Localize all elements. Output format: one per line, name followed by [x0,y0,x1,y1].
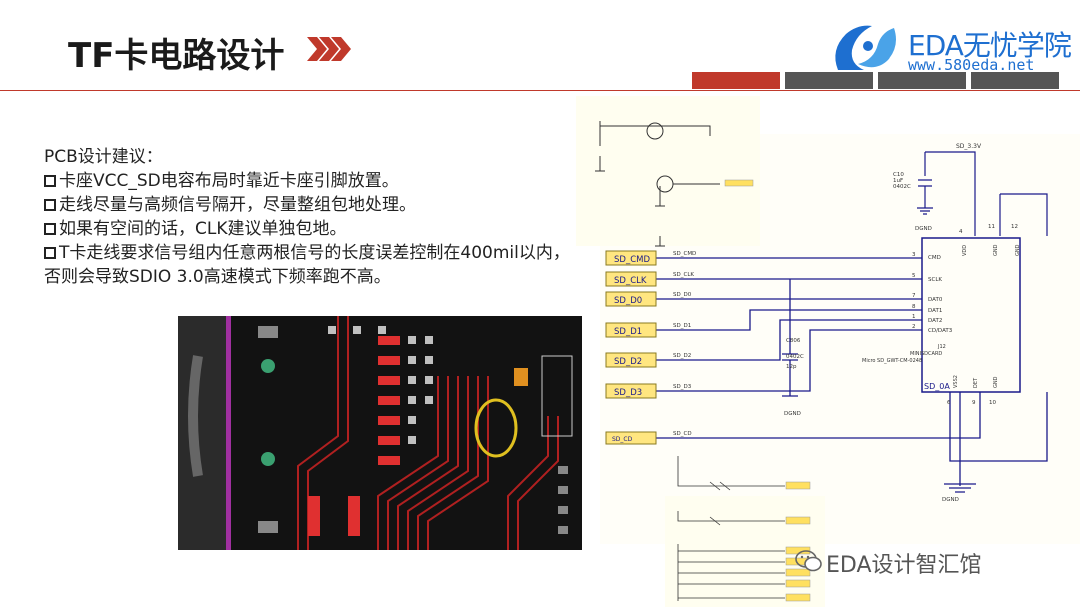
net-label-sd-d1: SD_D1 [614,327,642,337]
svg-text:VSS2: VSS2 [953,375,959,388]
checkbox-icon [44,247,56,259]
header-divider [0,90,1080,91]
checkbox-icon [44,199,56,211]
svg-text:DGND: DGND [942,497,959,503]
svg-text:C806: C806 [786,338,801,344]
svg-text:12p: 12p [786,364,797,370]
svg-text:MINISDCARD: MINISDCARD [910,351,942,357]
svg-text:11: 11 [988,224,995,230]
svg-text:DAT0: DAT0 [928,297,943,303]
recommendation-heading: PCB设计建议： [44,147,163,167]
sd-connector [921,237,1021,393]
svg-text:C10: C10 [893,172,904,178]
net-label-sd-cd: SD_CD [612,436,633,443]
svg-text:0402C: 0402C [893,184,911,190]
checkbox-icon [44,223,56,235]
svg-text:SD_CD: SD_CD [673,431,692,437]
chevrons-icon [307,37,351,61]
bullet-item: T卡走线要求信号组内任意两根信号的长度误差控制在400mil以内，否则会导致SD… [44,243,570,287]
svg-text:DAT2: DAT2 [928,318,942,324]
net-label-sd-clk: SD_CLK [614,276,647,286]
bullet-item: 如果有空间的话，CLK建议单独包地。 [44,217,584,241]
checkbox-icon [44,175,56,187]
watermark-text: EDA设计智汇馆 [826,553,982,578]
svg-text:SD_D2: SD_D2 [673,353,691,359]
svg-text:SD_0A: SD_0A [924,382,950,391]
svg-text:6: 6 [947,400,951,406]
svg-text:1uF: 1uF [893,178,903,184]
svg-text:CD/DAT3: CD/DAT3 [928,328,953,334]
page-title: TF卡电路设计 [68,36,285,76]
svg-text:9: 9 [972,400,976,406]
svg-text:GND: GND [1015,244,1021,256]
svg-text:0402C: 0402C [786,354,804,360]
svg-text:SD_D0: SD_D0 [673,292,692,298]
svg-text:DAT1: DAT1 [928,308,942,314]
svg-text:SCLK: SCLK [928,277,942,283]
svg-text:10: 10 [989,400,996,406]
svg-text:DGND: DGND [915,226,932,232]
svg-text:DET: DET [973,377,979,388]
svg-text:SD_CLK: SD_CLK [673,272,694,278]
bullet-item: 卡座VCC_SD电容布局时靠近卡座引脚放置。 [44,169,584,193]
net-label-sd-d2: SD_D2 [614,357,642,367]
svg-text:Micro SD_GWT-CM-0248: Micro SD_GWT-CM-0248 [862,358,922,364]
svg-text:GND: GND [993,376,999,388]
brand-name: EDA无忧学院 [908,29,1072,62]
svg-text:GND: GND [993,244,999,256]
svg-text:2: 2 [912,324,916,330]
wechat-icon [795,550,822,572]
svg-text:1: 1 [912,314,916,320]
net-label-sd-cmd: SD_CMD [614,255,650,265]
svg-text:J12: J12 [937,344,946,350]
brand-url: www.580eda.net [908,56,1035,74]
svg-text:7: 7 [912,293,916,299]
svg-text:SD_D1: SD_D1 [673,323,691,329]
svg-text:CMD: CMD [928,255,941,261]
svg-text:DGND: DGND [784,411,801,417]
bullet-item: 走线尽量与高频信号隔开，尽量整组包地处理。 [44,193,584,217]
net-label-sd-d0: SD_D0 [614,296,642,306]
svg-text:5: 5 [912,273,916,279]
svg-text:3: 3 [912,252,916,258]
power-label: SD_3.3V [956,143,982,150]
pcb-layout-image [178,316,582,550]
recommendation-text: PCB设计建议： 卡座VCC_SD电容布局时靠近卡座引脚放置。 走线尽量与高频信… [44,145,584,289]
svg-text:8: 8 [912,304,916,310]
svg-text:4: 4 [959,229,963,235]
logo-icon [835,25,896,70]
svg-text:SD_CMD: SD_CMD [673,251,696,257]
svg-text:12: 12 [1011,224,1018,230]
net-label-sd-d3: SD_D3 [614,388,642,398]
svg-text:VDD: VDD [962,245,968,256]
schematic-diagram: SD_3.3V C10 1uF 0402C DGND SD_0A CMD SCL… [576,96,1080,607]
svg-text:SD_D3: SD_D3 [673,384,692,390]
